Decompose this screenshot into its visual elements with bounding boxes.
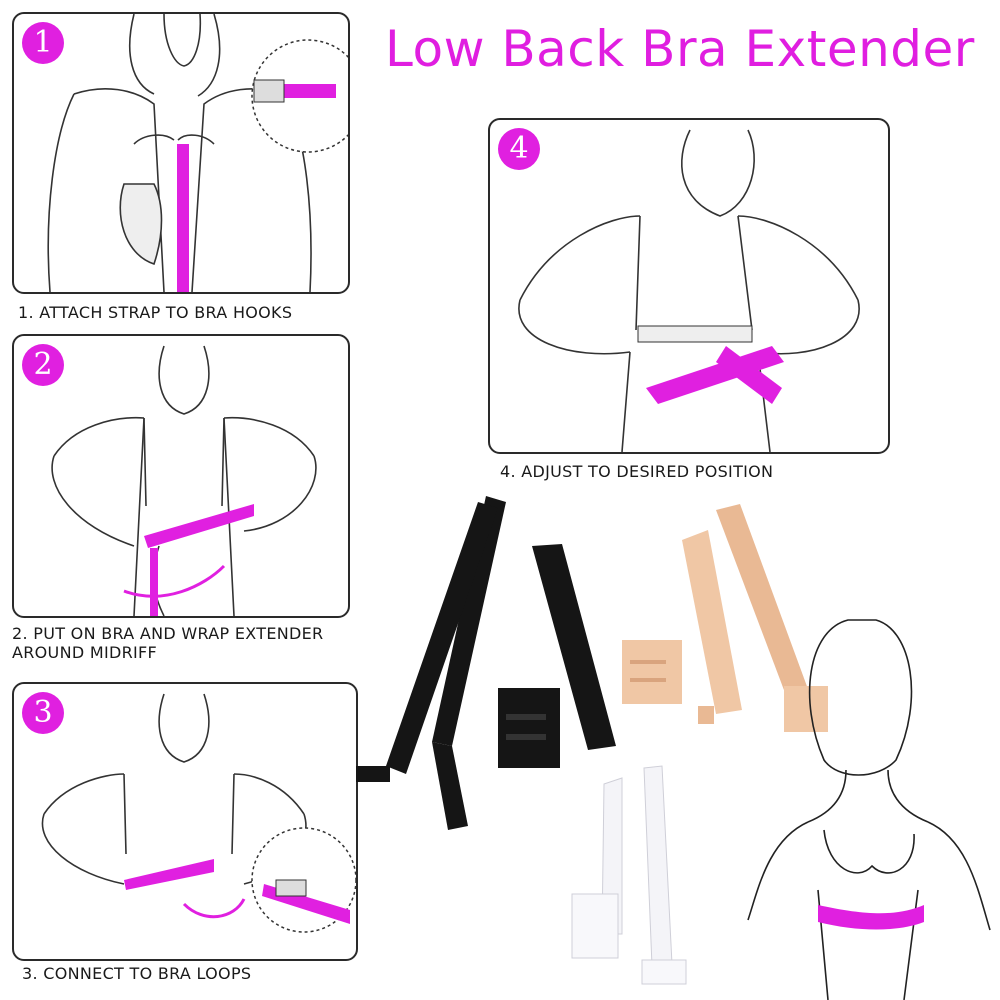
model-outline [747,619,991,1000]
beige-extender-product [612,500,850,742]
model-extender-band [818,905,924,930]
step-4-illustration [518,129,860,452]
page-title: Low Back Bra Extender [385,20,975,78]
step-3-strap [124,859,214,890]
step-1-caption: 1. ATTACH STRAP TO BRA HOOKS [18,303,293,322]
step-4-caption: 4. ADJUST TO DESIRED POSITION [500,462,774,481]
step-2-panel: 2 [12,334,350,618]
step-3-caption: 3. CONNECT TO BRA LOOPS [22,964,252,983]
step-4-strap-left [716,346,782,404]
step-2-strap [144,504,254,548]
model-illustration [728,590,1000,1000]
step-2-arrow-icon [123,564,226,598]
step-2-illustration [51,345,317,616]
white-extender-product [562,764,700,994]
step-1-panel: 1 [12,12,350,294]
step-1-strap [177,144,189,292]
step-2-caption-line-1: 2. PUT ON BRA AND WRAP EXTENDER [12,624,324,643]
black-extender-image [356,496,616,830]
step-3-panel: 3 [12,682,358,961]
step-3-badge: 3 [22,692,64,734]
beige-extender-image [622,504,828,732]
step-3-arrow-icon [182,898,246,919]
step-1-badge: 1 [22,22,64,64]
step-4-badge: 4 [498,128,540,170]
black-extender-product [356,496,626,836]
step-4-strap-right [646,346,784,404]
step-2-caption: 2. PUT ON BRA AND WRAP EXTENDER AROUND M… [12,624,354,662]
white-extender-image [571,765,687,985]
step-3-illustration [41,693,356,933]
step-4-panel: 4 [488,118,890,454]
step-2-badge: 2 [22,344,64,386]
step-1-illustration [47,14,348,292]
step-2-caption-line-2: AROUND MIDRIFF [12,643,158,662]
